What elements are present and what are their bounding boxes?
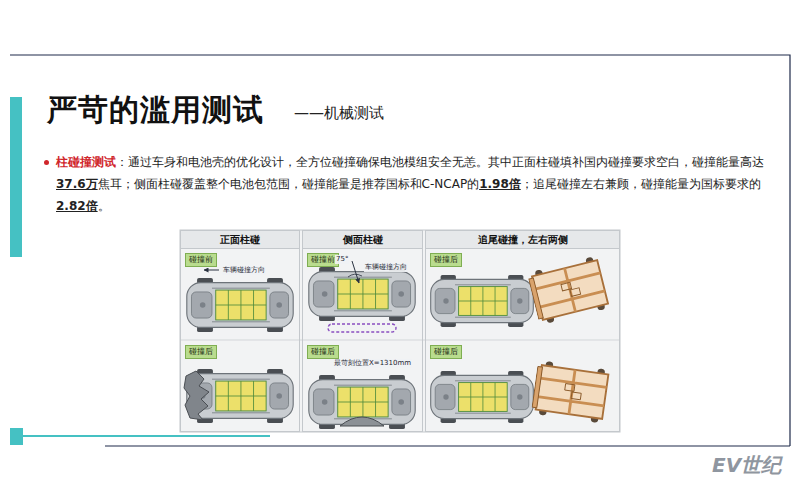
bullet-lead: 柱碰撞测试 (56, 155, 116, 169)
panel-heading: 正面柱碰 (181, 231, 299, 249)
panel-heading: 侧面柱碰 (303, 231, 422, 249)
slide-title: 严苛的滥用测试 (47, 90, 264, 131)
key-figure: 1.98倍 (479, 177, 521, 191)
stage-badge: 碰撞后 (430, 345, 462, 359)
test-panel: 侧面柱碰碰撞前碰撞后 (302, 230, 423, 432)
stage-badge: 碰撞后 (430, 253, 462, 267)
direction-label: 车辆碰撞方向 (222, 266, 266, 275)
position-label: 最苛刻位置X=1310mm (333, 359, 412, 368)
crash-illustration (180, 230, 620, 432)
stage-badge: 碰撞前 (185, 253, 217, 267)
bullet-paragraph: 柱碰撞测试：通过车身和电池壳的优化设计，全方位碰撞确保电池模组安全无恙。其中正面… (56, 151, 781, 217)
stage-badge: 碰撞后 (185, 345, 217, 359)
stage-badge: 碰撞后 (307, 345, 339, 359)
angle-label: 75° (335, 255, 349, 264)
slide-frame (10, 55, 790, 446)
direction-label: 车辆碰撞方向 (364, 263, 408, 272)
badge-text: 碰撞后 (311, 347, 335, 357)
bullet-text: 。 (98, 199, 110, 213)
watermark: EV世纪 (712, 452, 781, 479)
badge-text: 碰撞前 (311, 255, 335, 265)
badge-text: 碰撞后 (434, 255, 458, 265)
bullet-text: ；追尾碰撞左右兼顾，碰撞能量为国标要求的 (521, 177, 761, 191)
panel-heading: 追尾碰撞，左右两侧 (426, 231, 619, 249)
bullet-text: ：通过车身和电池壳的优化设计，全方位碰撞确保电池模组安全无恙。其中正面柱碰填补国… (116, 155, 764, 169)
badge-text: 碰撞后 (434, 347, 458, 357)
bullet-text: 焦耳；侧面柱碰覆盖整个电池包范围，碰撞能量是推荐国标和C-NCAP的 (98, 177, 480, 191)
test-panel: 追尾碰撞，左右两侧碰撞后碰撞后 (425, 230, 620, 432)
subtitle: ——机械测试 (294, 104, 384, 123)
key-figure: 2.82倍 (56, 199, 98, 213)
badge-text: 碰撞前 (189, 255, 213, 265)
key-figure: 37.6万 (56, 177, 98, 191)
bullet-dot (44, 160, 49, 165)
badge-text: 碰撞后 (189, 347, 213, 357)
test-panel: 正面柱碰碰撞前碰撞后 (180, 230, 300, 432)
